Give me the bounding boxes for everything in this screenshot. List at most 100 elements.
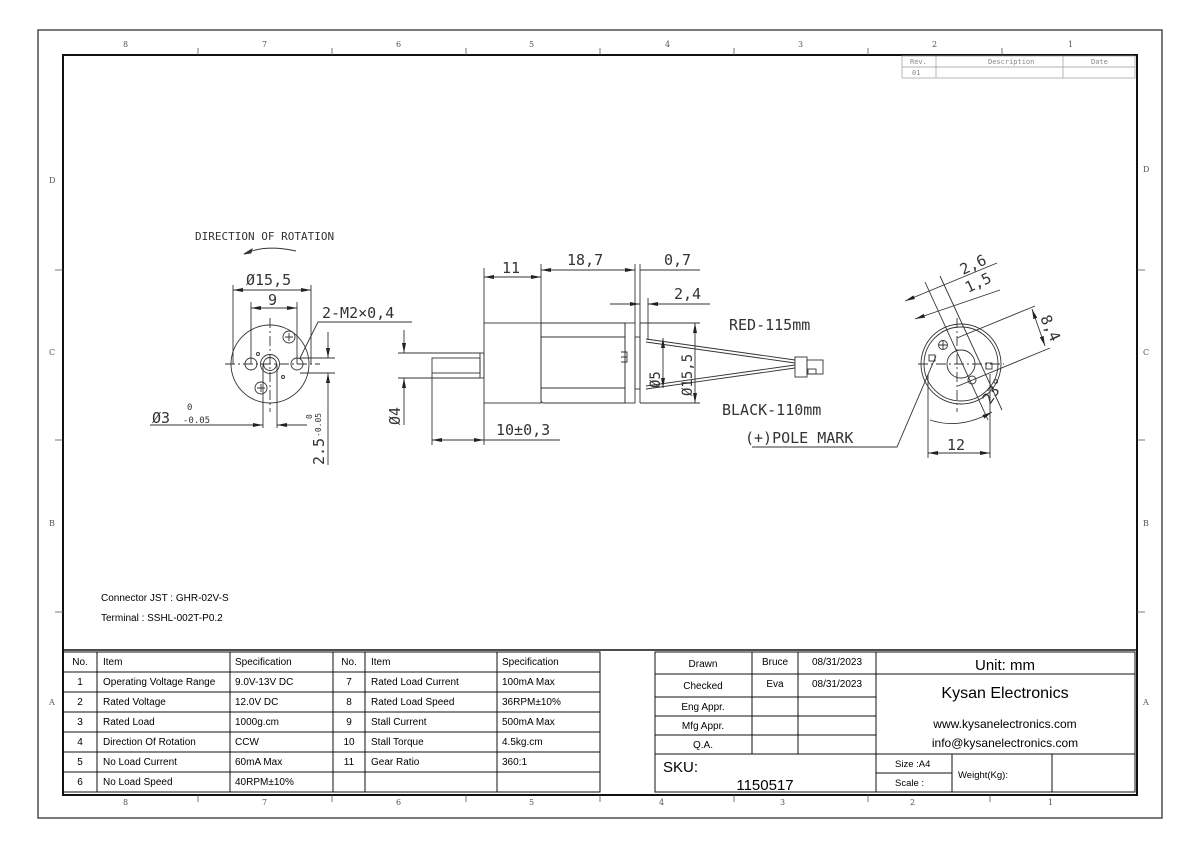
spec-value: 40RPM±10% xyxy=(235,777,294,788)
dim-shaft-tol-upper: 0 xyxy=(187,403,192,413)
dim-flat-tol-lower: -0.05 xyxy=(314,413,323,437)
zone-col-8-bottom: 8 xyxy=(123,798,128,807)
spec-value: 4.5kg.cm xyxy=(502,737,543,748)
zone-col-7: 7 xyxy=(262,40,267,49)
revision-table: Rev. Description Date 01 xyxy=(901,55,1136,79)
dim-motor-length: 18,7 xyxy=(567,251,603,269)
spec-item: Direction Of Rotation xyxy=(103,737,196,748)
zone-col-3: 3 xyxy=(798,40,803,49)
zone-col-4: 4 xyxy=(665,40,670,49)
direction-of-rotation-label: DIRECTION OF ROTATION xyxy=(195,230,334,243)
zone-col-3-bottom: 3 xyxy=(780,798,785,807)
approval-name: Bruce xyxy=(762,657,789,668)
zone-col-5: 5 xyxy=(529,40,534,49)
black-wire-label: BLACK-110mm xyxy=(722,401,821,419)
zone-col-2-bottom: 2 xyxy=(910,798,915,807)
zone-row-d: D xyxy=(49,176,55,185)
spec-no: 7 xyxy=(346,677,352,688)
outer-border xyxy=(37,29,1163,819)
dim-shaft-tol-lower: -0.05 xyxy=(183,416,210,426)
approval-date: 08/31/2023 xyxy=(812,657,862,668)
spec-item: Stall Torque xyxy=(371,737,424,748)
rev-value: 01 xyxy=(912,69,920,77)
zone-row-a-right: A xyxy=(1142,698,1149,707)
front-view: DIRECTION OF ROTATION Ø15,5 9 2-M2×0,4 Ø… xyxy=(150,230,412,465)
approval-date: 08/31/2023 xyxy=(812,679,862,690)
spec-value: 100mA Max xyxy=(502,677,555,688)
dim-shaft-length: 10±0,3 xyxy=(496,421,550,439)
zone-row-a: A xyxy=(48,698,55,707)
zone-col-8: 8 xyxy=(123,40,128,49)
spec-value: 360:1 xyxy=(502,757,527,768)
dim-shaft-diameter: Ø3 xyxy=(152,409,170,427)
size-label: Size :A4 xyxy=(895,759,930,770)
dim-rear-c: 8,4 xyxy=(1036,312,1064,344)
spec-no: 5 xyxy=(77,757,83,768)
zone-labels: 8 7 6 5 4 3 2 1 8 7 6 5 4 3 2 1 D C B A … xyxy=(48,40,1149,807)
company-website[interactable]: www.kysanelectronics.com xyxy=(932,717,1076,731)
connector-icon xyxy=(794,356,808,378)
dim-gearbox-length: 11 xyxy=(502,259,520,277)
zone-ticks xyxy=(55,48,1145,802)
spec-item: Rated Voltage xyxy=(103,697,166,708)
spec-no: 8 xyxy=(346,697,352,708)
dim-shaft-side: Ø4 xyxy=(386,407,404,425)
spec-no: 10 xyxy=(343,737,355,748)
spec-header-spec-no: No. xyxy=(341,657,357,668)
spec-header-spec-no: No. xyxy=(72,657,88,668)
zone-row-b-right: B xyxy=(1143,519,1149,528)
spec-item: No Load Current xyxy=(103,757,177,768)
dim-rear-width: 12 xyxy=(947,436,965,454)
zone-col-7-bottom: 7 xyxy=(262,798,267,807)
dim-terminal-length: 2,4 xyxy=(674,285,701,303)
approval-role: Drawn xyxy=(689,659,718,670)
dim-rear-angle: 23° xyxy=(979,375,1009,408)
zone-col-6-bottom: 6 xyxy=(396,798,401,807)
spec-no: 6 xyxy=(77,777,83,788)
spec-header-spec-value: Specification xyxy=(502,657,559,668)
dim-front-diameter: Ø15,5 xyxy=(246,271,291,289)
dim-flat-tol-upper: 0 xyxy=(305,414,314,419)
rev-header-rev: Rev. xyxy=(910,58,927,66)
spec-value: 500mA Max xyxy=(502,717,555,728)
spec-value: 12.0V DC xyxy=(235,697,278,708)
dim-flat: 2.5 xyxy=(310,438,328,465)
zone-col-2: 2 xyxy=(932,40,937,49)
spec-item: Gear Ratio xyxy=(371,757,420,768)
spec-no: 3 xyxy=(77,717,83,728)
approval-role: Eng Appr. xyxy=(681,702,724,713)
spec-header-spec-item: Item xyxy=(103,657,122,668)
spec-item: Rated Load Current xyxy=(371,677,459,688)
pole-mark-label: (+)POLE MARK xyxy=(745,429,853,447)
company-email[interactable]: info@kysanelectronics.com xyxy=(932,736,1078,750)
side-view: 11 18,7 0,7 2,4 Ø4 10±0,3 Ø5 Ø15,5 RED-1… xyxy=(386,251,937,448)
weight-label: Weight(Kg): xyxy=(958,770,1008,781)
zone-row-b: B xyxy=(49,519,55,528)
zone-col-1: 1 xyxy=(1068,40,1073,49)
spec-no: 1 xyxy=(77,677,83,688)
spec-value: 9.0V-13V DC xyxy=(235,677,293,688)
spec-item: No Load Speed xyxy=(103,777,173,788)
approval-role: Checked xyxy=(683,681,722,692)
spec-no: 9 xyxy=(346,717,352,728)
approval-name: Eva xyxy=(766,679,784,690)
rev-header-date: Date xyxy=(1091,58,1108,66)
unit-label: Unit: mm xyxy=(975,657,1035,674)
dim-rear-length: 0,7 xyxy=(664,251,691,269)
spec-value: CCW xyxy=(235,737,259,748)
rear-view: 12 2,6 1,5 8,4 23° xyxy=(904,251,1064,458)
zone-col-6: 6 xyxy=(396,40,401,49)
rev-header-description: Description xyxy=(988,58,1034,66)
spec-header-spec-value: Specification xyxy=(235,657,292,668)
spec-value: 1000g.cm xyxy=(235,717,279,728)
dim-inner-diameter: Ø5 xyxy=(648,371,664,388)
zone-col-5-bottom: 5 xyxy=(529,798,534,807)
spec-no: 11 xyxy=(344,757,355,768)
spec-item: Operating Voltage Range xyxy=(103,677,216,688)
sku-label: SKU: xyxy=(663,759,698,776)
zone-col-1-bottom: 1 xyxy=(1048,798,1053,807)
spec-no: 2 xyxy=(77,697,83,708)
